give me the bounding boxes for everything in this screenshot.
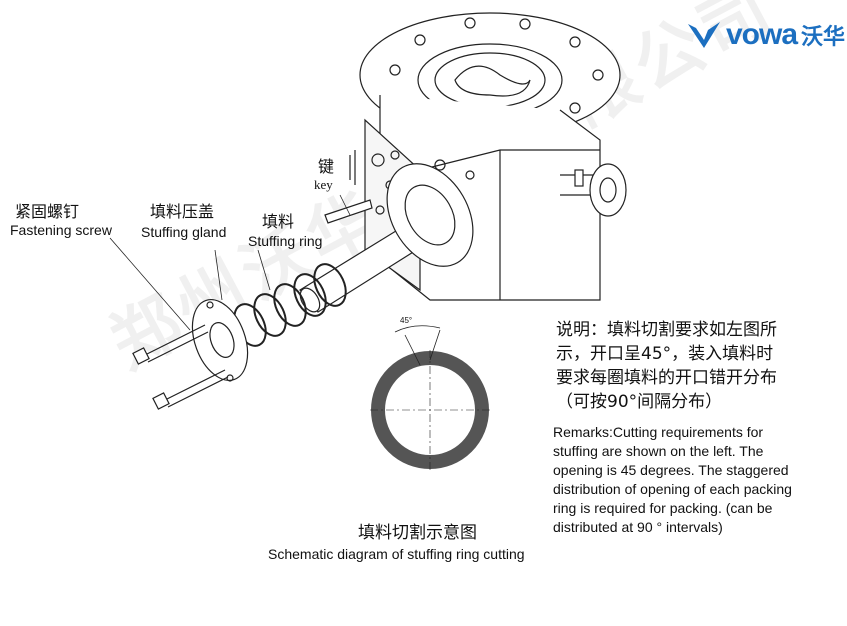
caption-zh: 填料切割示意图 — [358, 523, 477, 543]
note-zh-line: 示，开口呈45°，装入填料时 — [556, 344, 774, 364]
logo-mark-icon — [688, 22, 720, 48]
logo-chinese: 沃华 — [801, 25, 846, 50]
label-gland-zh: 填料压盖 — [150, 202, 215, 221]
fastening-screws — [132, 324, 229, 410]
label-ring-zh: 填料 — [262, 212, 295, 231]
note-en-line: Remarks:Cutting requirements for — [553, 424, 764, 440]
note-english: Remarks:Cutting requirements for stuffin… — [553, 423, 843, 537]
note-en-line: ring is required for packing. (can be — [553, 500, 773, 516]
caption-en: Schematic diagram of stuffing ring cutti… — [268, 546, 525, 562]
note-chinese: 说明：填料切割要求如左图所 示，开口呈45°，装入填料时 要求每圈填料的开口错开… — [556, 318, 836, 414]
note-en-line: distribution of opening of each packing — [553, 481, 792, 497]
note-en-line: distributed at 90 ° intervals) — [553, 519, 723, 535]
label-gland-en: Stuffing gland — [141, 224, 227, 240]
stuffing-gland — [191, 299, 249, 382]
label-screw-en: Fastening screw — [10, 222, 112, 238]
label-ring-en: Stuffing ring — [248, 233, 323, 249]
outlet-flange — [560, 163, 627, 217]
label-key-zh: 键 — [318, 157, 335, 176]
note-en-line: stuffing are shown on the left. The — [553, 443, 764, 459]
note-en-line: opening is 45 degrees. The staggered — [553, 462, 789, 478]
label-key-en: key — [314, 177, 333, 192]
label-angle: 45° — [400, 316, 413, 325]
note-zh-line: （可按90°间隔分布） — [556, 392, 723, 412]
shaft — [299, 163, 474, 313]
logo-brand: vowa — [726, 18, 798, 51]
stuffing-ring-cutting-schematic — [370, 325, 490, 470]
note-zh-line: 说明：填料切割要求如左图所 — [556, 320, 777, 340]
note-zh-line: 要求每圈填料的开口错开分布 — [556, 368, 777, 388]
leader-lines — [109, 194, 351, 331]
vowa-logo: vowa 沃华 — [686, 18, 845, 52]
label-screw-zh: 紧固螺钉 — [15, 202, 80, 221]
